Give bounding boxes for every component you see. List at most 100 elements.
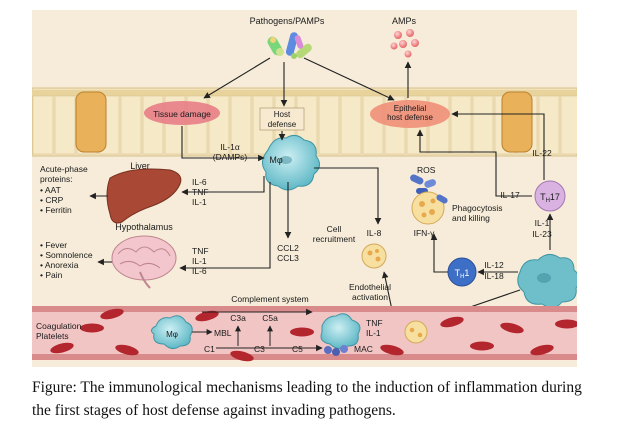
c5a-label: C5a bbox=[262, 313, 278, 323]
mac-label: MAC bbox=[354, 344, 373, 354]
epithelial-cell bbox=[120, 95, 142, 155]
epithelial-cell bbox=[54, 95, 76, 155]
complement-system-label: Complement system bbox=[231, 294, 308, 304]
platelets-label: Platelets bbox=[36, 331, 69, 341]
tnf-vessel-label: TNF bbox=[366, 318, 383, 328]
arrow-macrophage-to-il8 bbox=[314, 167, 382, 225]
vessel-macrophage-label: Mφ bbox=[166, 330, 178, 339]
il1a-label-line1: IL-1α bbox=[220, 142, 240, 152]
phagocytosis-label-line1: Phagocytosis bbox=[452, 203, 503, 213]
neutrophil-cell bbox=[361, 243, 387, 269]
epithelial-defense-zone bbox=[370, 100, 450, 128]
macrophage-label: Mφ bbox=[269, 155, 282, 165]
il6-liver-label: IL-6 bbox=[192, 177, 207, 187]
arrow-il17-path bbox=[416, 129, 532, 197]
il6-hypo-label: IL-6 bbox=[192, 266, 207, 276]
macrophage-cell bbox=[262, 134, 320, 191]
red-blood-cell bbox=[470, 341, 494, 351]
symptom-somnolence: • Somnolence bbox=[40, 250, 93, 260]
ifn-gamma-label: IFN-γ bbox=[414, 228, 436, 238]
il1a-label-line2: (DAMPs) bbox=[213, 152, 248, 162]
cell-recruitment-label-line1: Cell bbox=[327, 224, 342, 234]
red-blood-cell bbox=[230, 350, 254, 362]
vessel-macrophage-cell bbox=[150, 315, 193, 350]
mbl-label: MBL bbox=[214, 328, 232, 338]
red-blood-cell bbox=[440, 316, 464, 328]
epithelial-cell bbox=[472, 95, 494, 155]
pathogens-label: Pathogens/PAMPs bbox=[250, 16, 325, 26]
c3-label: C3 bbox=[254, 344, 265, 354]
ros-cluster bbox=[410, 174, 437, 194]
endothelial-label-line2: activation bbox=[352, 292, 388, 302]
coagulation-label: Coagulation bbox=[36, 321, 82, 331]
vessel-neutrophil-cell bbox=[404, 320, 428, 344]
red-blood-cell bbox=[500, 322, 524, 334]
endothelial-macrophage-cell bbox=[320, 313, 361, 350]
blood-vessel bbox=[32, 306, 577, 362]
il22-label: IL-22 bbox=[532, 148, 552, 158]
symptom-fever: • Fever bbox=[40, 240, 67, 250]
mac-complex bbox=[324, 345, 348, 356]
figure-caption: Figure: The immunological mechanisms lea… bbox=[32, 376, 632, 422]
host-defense-box bbox=[259, 107, 305, 131]
th1-cell bbox=[447, 257, 477, 287]
ccl2-label: CCL2 bbox=[277, 243, 299, 253]
host-defense-label-line1: Host bbox=[274, 110, 291, 119]
il1-hypo-label: IL-1 bbox=[192, 256, 207, 266]
epithelial-cell bbox=[340, 95, 362, 155]
il17-label: IL-17 bbox=[500, 190, 520, 200]
epithelial-goblet-cell bbox=[501, 91, 533, 153]
caption-line-1: Figure: The immunological mechanisms lea… bbox=[32, 379, 582, 396]
il1-vessel-label: IL-1 bbox=[366, 328, 381, 338]
acute-phase-crp: • CRP bbox=[40, 195, 64, 205]
il1-right-label: IL-1 bbox=[535, 218, 550, 228]
phagocyte-cell bbox=[411, 191, 448, 225]
red-blood-cell bbox=[290, 327, 314, 337]
inflammation-diagram: Tissue damage Epithelial host defense Ho… bbox=[32, 10, 577, 367]
red-blood-cell bbox=[100, 308, 124, 320]
acute-phase-title-line1: Acute-phase bbox=[40, 164, 88, 174]
ros-label: ROS bbox=[417, 165, 436, 175]
acute-phase-aat: • AAT bbox=[40, 185, 61, 195]
arrow-pathogens-to-tissue bbox=[203, 57, 271, 99]
red-blood-cell bbox=[555, 319, 577, 329]
amps-label: AMPs bbox=[392, 16, 417, 26]
th17-label: TH17 bbox=[540, 192, 560, 204]
hypothalamus-label: Hypothalamus bbox=[115, 222, 173, 232]
epithelial-cell bbox=[560, 95, 577, 155]
brain-organ bbox=[111, 235, 177, 289]
red-blood-cell bbox=[80, 323, 104, 333]
host-defense-label-line2: defense bbox=[268, 120, 297, 129]
red-blood-cell bbox=[115, 344, 139, 356]
arrow-macrophage-to-brain bbox=[179, 182, 271, 272]
epithelial-cell bbox=[362, 95, 384, 155]
epithelial-defense-label-line1: Epithelial bbox=[394, 104, 427, 113]
acute-phase-title-line2: proteins: bbox=[40, 174, 73, 184]
arrow-pathogens-to-epithelial bbox=[303, 57, 395, 101]
c5-label: C5 bbox=[292, 344, 303, 354]
red-blood-cell bbox=[50, 342, 74, 354]
epithelial-cell bbox=[32, 95, 54, 155]
pathogens-cluster bbox=[267, 32, 312, 59]
cell-recruitment-label-line2: recruitment bbox=[313, 234, 356, 244]
tissue-damage-zone bbox=[144, 101, 220, 125]
epithelial-cell bbox=[318, 95, 340, 155]
epithelial-defense-label-line2: host defense bbox=[387, 113, 433, 122]
th17-cell bbox=[534, 180, 566, 212]
amps-cluster bbox=[390, 29, 419, 58]
ccl3-label: CCL3 bbox=[277, 253, 299, 263]
red-blood-cell bbox=[530, 344, 554, 356]
liver-label: Liver bbox=[130, 161, 150, 171]
epithelial-cell bbox=[450, 95, 472, 155]
phagocytosis-label-line2: and killing bbox=[452, 213, 490, 223]
th1-label: TH1 bbox=[455, 268, 470, 280]
symptom-pain: • Pain bbox=[40, 270, 63, 280]
epithelial-cell bbox=[230, 95, 252, 155]
tissue-damage-label: Tissue damage bbox=[153, 109, 211, 119]
tnf-hypo-label: TNF bbox=[192, 246, 209, 256]
epithelial-goblet-cell bbox=[75, 91, 107, 153]
il8-label: IL-8 bbox=[367, 228, 382, 238]
arrow-th17-to-epithelial bbox=[451, 110, 545, 180]
il1-liver-label: IL-1 bbox=[192, 197, 207, 207]
